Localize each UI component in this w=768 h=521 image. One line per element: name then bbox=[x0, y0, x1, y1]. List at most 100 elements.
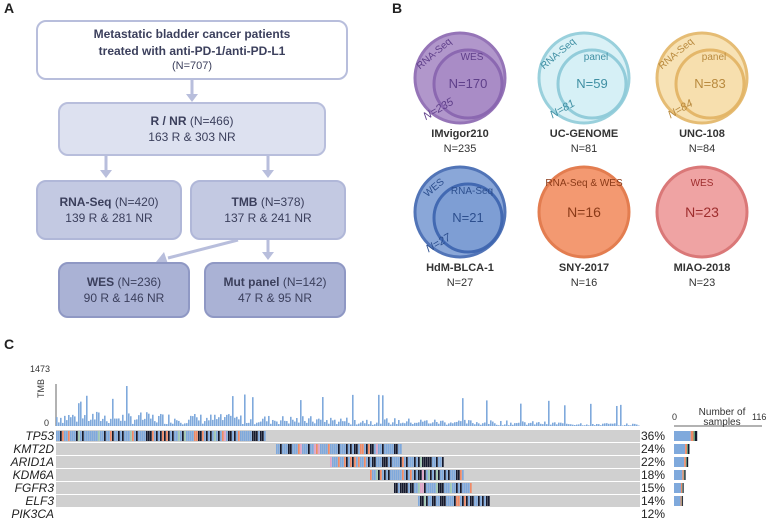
mutation-mark bbox=[254, 431, 256, 441]
mutation-mark bbox=[476, 496, 478, 506]
tmb-bar bbox=[354, 420, 356, 426]
tmb-bar bbox=[348, 423, 350, 426]
tmb-bar bbox=[214, 415, 216, 426]
mutation-mark bbox=[392, 444, 394, 454]
mutation-mark bbox=[78, 431, 80, 441]
mutation-mark bbox=[232, 431, 234, 441]
tmb-bar bbox=[130, 416, 132, 426]
tmb-bar bbox=[526, 425, 528, 426]
tmb-bar bbox=[626, 423, 628, 426]
flow-wes-title: WES bbox=[87, 275, 114, 289]
gene-frequency-bar bbox=[685, 444, 687, 454]
tmb-bar bbox=[190, 416, 192, 426]
mutation-mark bbox=[90, 431, 92, 441]
tmb-bar bbox=[156, 422, 158, 426]
cohort-name: SNY-2017 bbox=[529, 262, 639, 274]
mutation-mark bbox=[470, 496, 472, 506]
tmb-bar bbox=[522, 421, 524, 426]
mutation-mark bbox=[410, 457, 412, 467]
tmb-bar bbox=[630, 425, 632, 426]
tmb-bar bbox=[380, 424, 382, 426]
mutation-mark bbox=[146, 431, 148, 441]
tmb-bar bbox=[542, 424, 544, 426]
tmb-bar bbox=[568, 424, 570, 426]
mutation-mark bbox=[306, 444, 308, 454]
cohort-inner-label: panel bbox=[584, 52, 608, 63]
gene-frequency-bar bbox=[674, 496, 681, 506]
tmb-bar bbox=[412, 424, 414, 426]
tmb-bar bbox=[582, 425, 584, 426]
tmb-bar bbox=[180, 423, 182, 426]
tmb-bar bbox=[278, 424, 280, 426]
count-axis-title-line2: samples bbox=[684, 418, 760, 428]
mutation-mark bbox=[430, 496, 432, 506]
mutation-mark bbox=[442, 496, 444, 506]
tmb-bar bbox=[448, 423, 450, 426]
gene-frequency-bar bbox=[684, 470, 685, 480]
mutation-mark bbox=[446, 483, 448, 493]
mutation-mark bbox=[174, 431, 176, 441]
tmb-bar bbox=[404, 423, 406, 426]
tmb-bar bbox=[338, 422, 340, 426]
tmb-bar bbox=[330, 418, 332, 426]
mutation-mark bbox=[366, 444, 368, 454]
tmb-bar bbox=[284, 421, 286, 426]
mutation-mark bbox=[138, 431, 140, 441]
mutation-mark bbox=[118, 431, 120, 441]
mutation-mark bbox=[338, 444, 340, 454]
flow-mutpanel-count: (N=142) bbox=[279, 275, 326, 289]
mutation-mark bbox=[416, 483, 418, 493]
mutation-mark bbox=[76, 431, 78, 441]
cohort-name: MIAO-2018 bbox=[647, 262, 757, 274]
mutation-mark bbox=[340, 444, 342, 454]
mutation-mark bbox=[342, 457, 344, 467]
flow-top-line2: treated with anti-PD-1/anti-PD-L1 bbox=[99, 44, 286, 58]
mutation-mark bbox=[328, 444, 330, 454]
mutation-mark bbox=[320, 444, 322, 454]
tmb-bar bbox=[316, 419, 318, 426]
tmb-bar bbox=[488, 424, 490, 426]
tmb-bar bbox=[164, 424, 166, 426]
tmb-bar bbox=[66, 420, 68, 426]
tmb-bar bbox=[184, 423, 186, 426]
tmb-bar bbox=[378, 395, 380, 426]
mutation-mark bbox=[484, 496, 486, 506]
flow-box-mutpanel: Mut panel (N=142) 47 R & 95 NR bbox=[204, 262, 346, 318]
mutation-mark bbox=[408, 470, 410, 480]
mutation-mark bbox=[362, 444, 364, 454]
tmb-bar bbox=[562, 423, 564, 426]
mutation-mark bbox=[440, 470, 442, 480]
mutation-mark bbox=[210, 431, 212, 441]
tmb-bar bbox=[114, 419, 116, 426]
tmb-bar bbox=[236, 417, 238, 426]
mutation-mark bbox=[330, 457, 332, 467]
mutation-mark bbox=[288, 444, 290, 454]
tmb-bar bbox=[302, 416, 304, 426]
mutation-mark bbox=[248, 431, 250, 441]
tmb-bar bbox=[390, 425, 392, 426]
tmb-bar bbox=[512, 425, 514, 426]
flow-box-tmb: TMB (N=378) 137 R & 241 NR bbox=[190, 180, 346, 240]
cohort-name: IMvigor210 bbox=[405, 128, 515, 140]
mutation-mark bbox=[296, 444, 298, 454]
tmb-bar bbox=[576, 425, 578, 426]
mutation-mark bbox=[106, 431, 108, 441]
mutation-mark bbox=[332, 444, 334, 454]
mutation-mark bbox=[406, 483, 408, 493]
tmb-bar bbox=[340, 419, 342, 426]
tmb-bar bbox=[516, 423, 518, 426]
mutation-mark bbox=[420, 470, 422, 480]
mutation-mark bbox=[346, 457, 348, 467]
gene-frequency-bar bbox=[682, 483, 683, 493]
mutation-mark bbox=[454, 483, 456, 493]
mutation-mark bbox=[384, 470, 386, 480]
mutation-mark bbox=[458, 496, 460, 506]
mutation-mark bbox=[412, 483, 414, 493]
mutation-mark bbox=[314, 444, 316, 454]
mutation-mark bbox=[154, 431, 156, 441]
tmb-bar bbox=[336, 424, 338, 426]
tmb-bar bbox=[410, 423, 412, 426]
mutation-mark bbox=[364, 444, 366, 454]
tmb-bar bbox=[96, 412, 98, 426]
tmb-bar bbox=[220, 414, 222, 426]
